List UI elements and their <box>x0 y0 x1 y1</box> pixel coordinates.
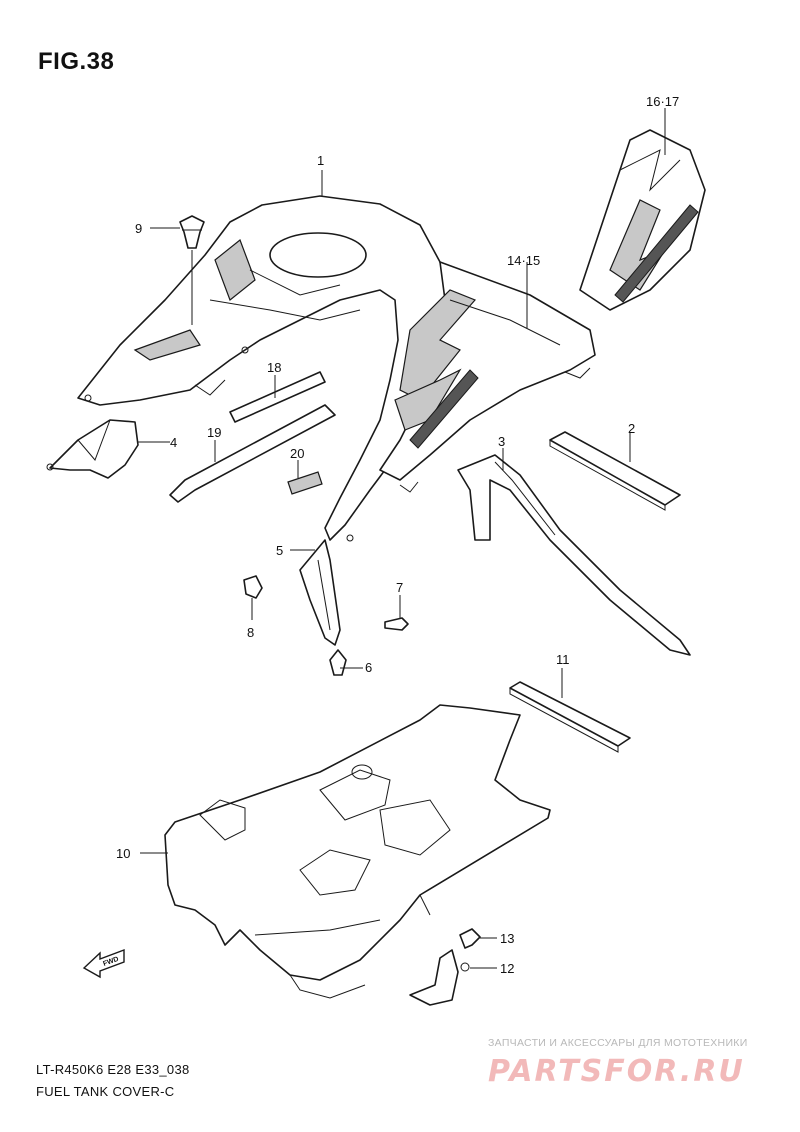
leader-lines <box>138 108 666 969</box>
callout-10: 10 <box>116 846 131 861</box>
part-18-pad <box>229 371 326 423</box>
callout-4: 4 <box>170 435 178 450</box>
watermark-logo: PARTSFOR.RU <box>488 1054 745 1089</box>
fwd-arrow-icon <box>82 948 125 979</box>
callout-7: 7 <box>396 580 404 595</box>
part-13-screw <box>459 928 481 949</box>
callout-8: 8 <box>247 625 255 640</box>
callout-1: 1 <box>317 153 325 168</box>
part-19-pad <box>169 404 336 503</box>
callout-11: 11 <box>556 652 570 667</box>
model-code: LT-R450K6 E28 E33_038 <box>36 1062 190 1077</box>
callout-6: 6 <box>365 660 373 675</box>
part-6-screw <box>329 649 347 676</box>
part-8-nut <box>243 575 263 599</box>
part-7-screw <box>384 617 409 631</box>
callout-19: 19 <box>207 425 222 440</box>
callout-20: 20 <box>290 446 305 461</box>
callout-14-15: 14·15 <box>507 253 541 268</box>
part-9-clip <box>179 215 205 249</box>
callout-9: 9 <box>135 221 143 236</box>
watermark-tagline: ЗАПЧАСТИ И АКСЕССУАРЫ ДЛЯ МОТОТЕХНИКИ <box>488 1037 748 1049</box>
part-16-17-emblem <box>579 129 706 311</box>
part-20-pad <box>287 471 323 495</box>
part-1-fuel-tank-cover <box>77 195 596 542</box>
callout-5: 5 <box>276 543 284 558</box>
callout-12: 12 <box>500 961 515 976</box>
callout-13: 13 <box>500 931 515 946</box>
part-11-pad <box>509 681 631 753</box>
part-3-seal <box>457 454 691 656</box>
part-12-bracket <box>409 949 470 1006</box>
part-4-bracket <box>46 419 139 479</box>
callout-2: 2 <box>628 421 636 436</box>
part-5-stay <box>299 539 341 646</box>
callout-3: 3 <box>498 434 506 449</box>
figure-name: FUEL TANK COVER-C <box>36 1084 175 1099</box>
part-10-tray <box>164 704 551 999</box>
callout-16-17: 16·17 <box>646 94 680 109</box>
figure-title: FIG.38 <box>38 48 115 75</box>
callout-18: 18 <box>267 360 282 375</box>
part-2-pad <box>549 431 681 511</box>
